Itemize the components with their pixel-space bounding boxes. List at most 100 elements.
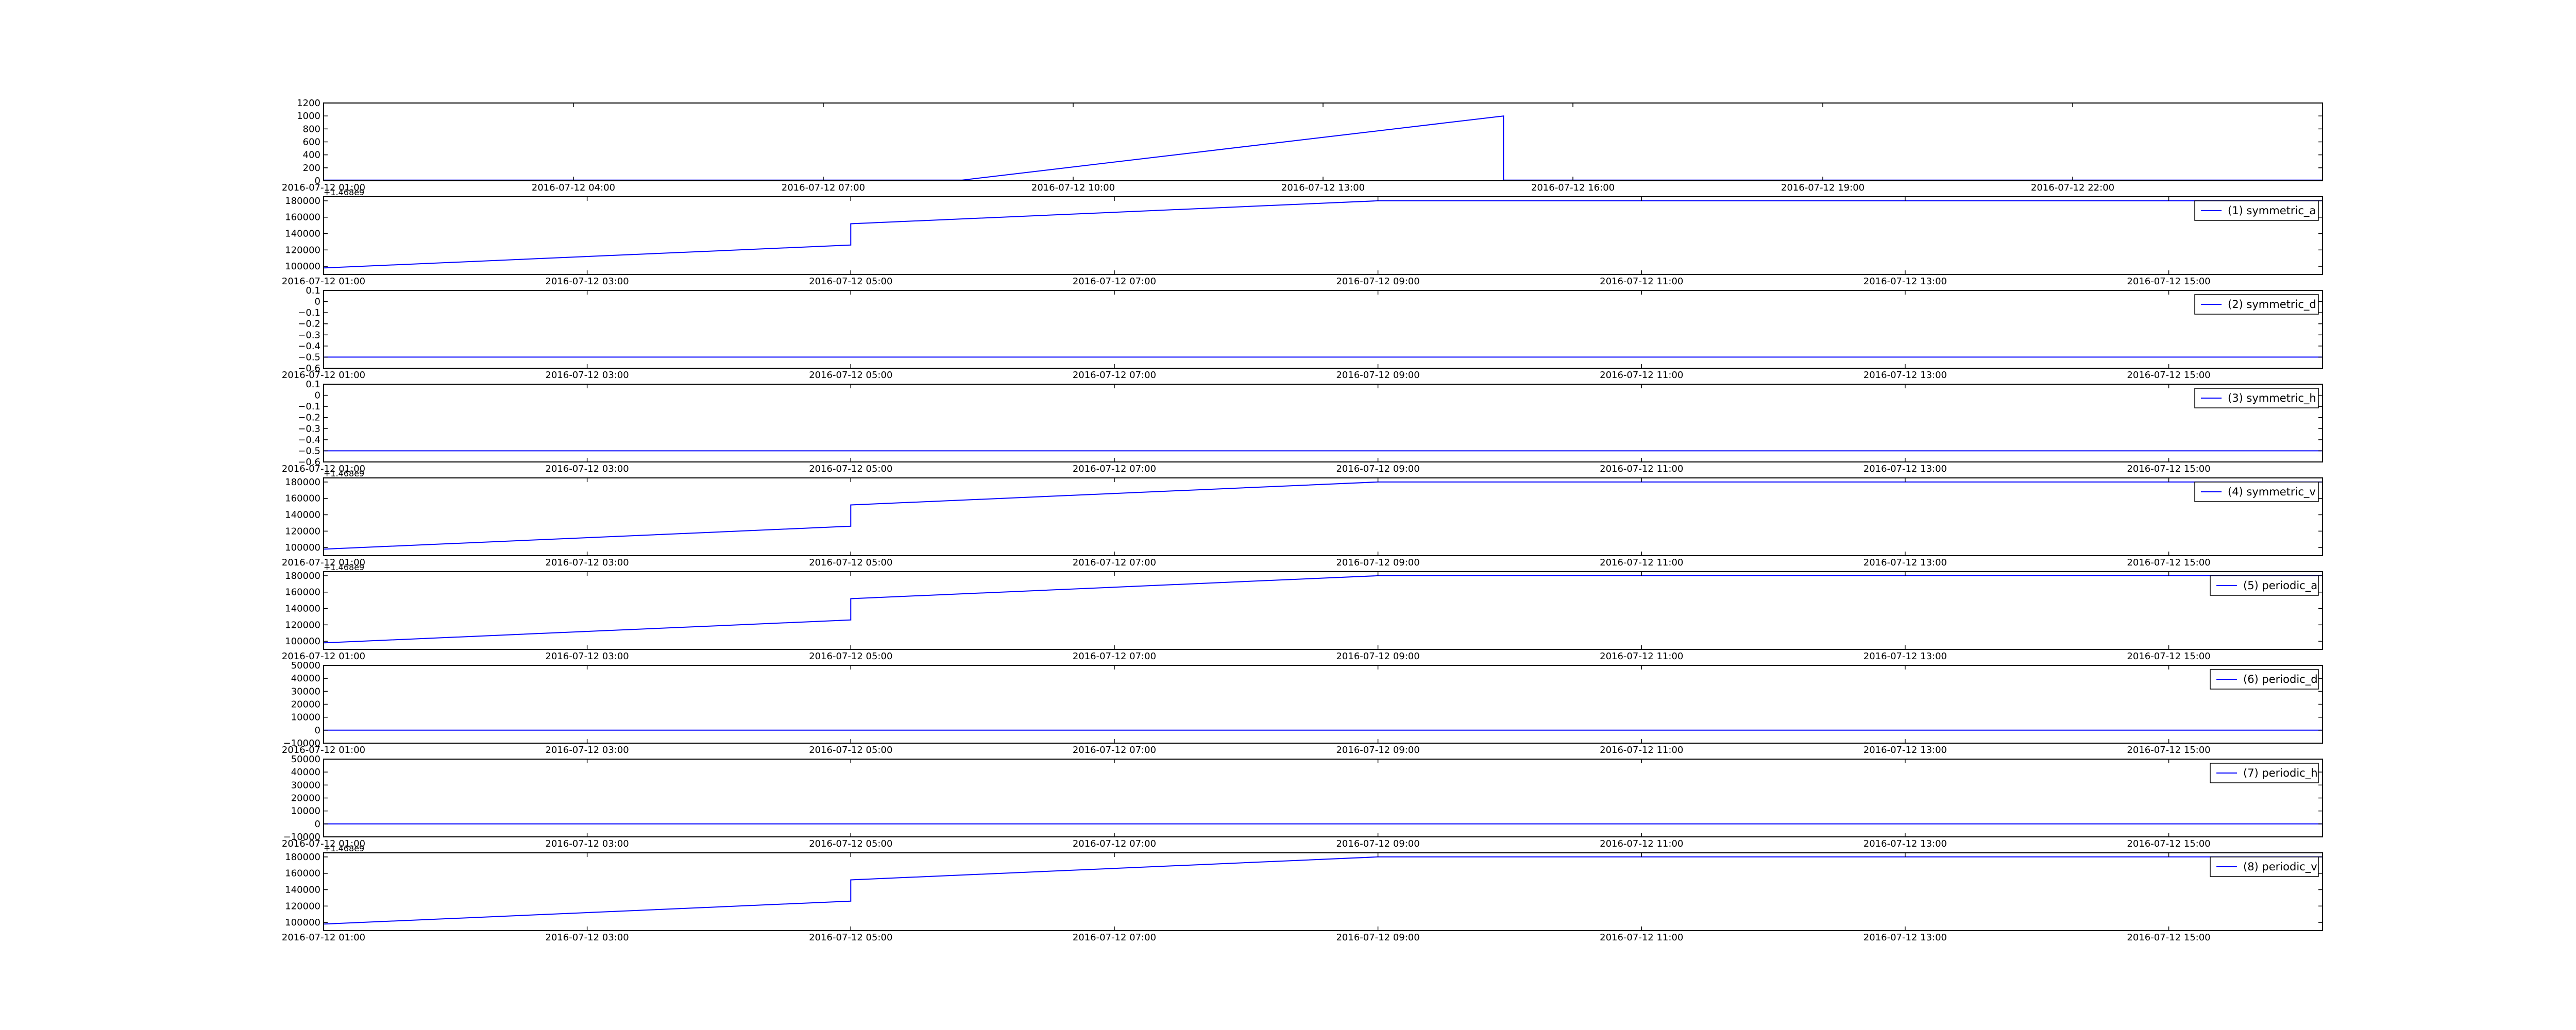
y-tick-label: −0.3	[298, 330, 320, 340]
plot-frame	[323, 852, 2323, 931]
x-tick-label: 2016-07-12 09:00	[1336, 276, 1419, 287]
x-tick-label: 2016-07-12 15:00	[2127, 745, 2210, 756]
y-tick-label: 180000	[285, 852, 320, 863]
x-tick-label: 2016-07-12 09:00	[1336, 745, 1419, 756]
legend-label: (8) periodic_v	[2243, 861, 2317, 873]
x-tick-label: 2016-07-12 11:00	[1600, 370, 1683, 381]
x-tick-label: 2016-07-12 07:00	[1073, 932, 1156, 943]
y-tick-label: −0.4	[298, 435, 320, 445]
y-tick-label: −0.5	[298, 352, 320, 363]
y-tick-label: −0.4	[298, 341, 320, 352]
x-tick-label: 2016-07-12 09:00	[1336, 557, 1419, 568]
legend-label: (3) symmetric_h	[2228, 392, 2316, 405]
series-line-6-1	[323, 575, 2323, 644]
y-tick-label: −10000	[283, 738, 320, 749]
y-tick-label: 30000	[291, 780, 320, 791]
x-tick-label: 2016-07-12 15:00	[2127, 838, 2210, 849]
legend: (1) symmetric_a	[2194, 200, 2319, 221]
y-tick-label: 50000	[291, 660, 320, 671]
y-offset-label: +1.468e9	[324, 844, 364, 853]
x-tick-label: 2016-07-12 22:00	[2031, 182, 2114, 193]
y-tick-label: 180000	[285, 477, 320, 488]
x-tick-label: 2016-07-12 03:00	[546, 651, 629, 662]
y-tick-label: −0.1	[298, 401, 320, 412]
x-tick-label: 2016-07-12 13:00	[1863, 651, 1947, 662]
x-tick-label: 2016-07-12 01:00	[282, 557, 365, 568]
x-tick-label: 2016-07-12 15:00	[2127, 464, 2210, 474]
y-tick-label: 200	[303, 163, 320, 174]
y-tick-label: −0.3	[298, 423, 320, 434]
series-line-5-1	[323, 481, 2323, 550]
legend: (6) periodic_d	[2210, 669, 2319, 690]
y-tick-label: 800	[303, 124, 320, 134]
chart-panel-8: −10000010000200003000040000500002016-07-…	[282, 754, 2323, 849]
y-tick-label: 180000	[285, 571, 320, 581]
series-line-1-1	[324, 115, 2323, 181]
legend: (2) symmetric_d	[2194, 294, 2319, 315]
y-tick-label: 50000	[291, 754, 320, 765]
y-tick-label: 0	[315, 176, 320, 186]
y-tick-label: 140000	[285, 885, 320, 896]
y-tick-label: 160000	[285, 587, 320, 598]
x-tick-label: 2016-07-12 09:00	[1336, 464, 1419, 474]
x-tick-label: 2016-07-12 01:00	[282, 838, 365, 849]
x-tick-label: 2016-07-12 11:00	[1600, 557, 1683, 568]
legend-label: (5) periodic_a	[2243, 579, 2317, 592]
y-offset-label: +1.468e9	[324, 562, 364, 572]
plot-frame	[323, 759, 2323, 837]
x-tick-label: 2016-07-12 15:00	[2127, 276, 2210, 287]
y-tick-label: 160000	[285, 493, 320, 504]
y-tick-label: 160000	[285, 868, 320, 879]
x-tick-label: 2016-07-12 05:00	[809, 557, 892, 568]
plot-frame	[323, 290, 2323, 369]
y-tick-label: −0.2	[298, 319, 320, 330]
y-tick-label: −0.2	[298, 413, 320, 423]
y-tick-label: 0	[315, 819, 320, 830]
y-tick-label: 140000	[285, 510, 320, 521]
legend-label: (2) symmetric_d	[2228, 298, 2316, 311]
x-tick-label: 2016-07-12 03:00	[546, 276, 629, 287]
x-tick-label: 2016-07-12 09:00	[1336, 370, 1419, 381]
x-tick-label: 2016-07-12 03:00	[546, 932, 629, 943]
y-tick-label: −10000	[283, 832, 320, 843]
x-tick-label: 2016-07-12 03:00	[546, 838, 629, 849]
y-tick-label: 0	[315, 297, 320, 307]
y-tick-label: −0.6	[298, 457, 320, 468]
chart-panel-7: −10000010000200003000040000500002016-07-…	[282, 660, 2323, 756]
x-tick-label: 2016-07-12 07:00	[1073, 838, 1156, 849]
y-tick-label: 100000	[285, 917, 320, 928]
series-line-9-1	[323, 856, 2323, 925]
x-tick-label: 2016-07-12 01:00	[282, 182, 365, 193]
x-tick-label: 2016-07-12 07:00	[1073, 745, 1156, 756]
y-tick-label: 20000	[291, 699, 320, 710]
x-tick-label: 2016-07-12 09:00	[1336, 838, 1419, 849]
x-tick-label: 2016-07-12 13:00	[1863, 838, 1947, 849]
y-tick-label: 120000	[285, 245, 320, 255]
x-tick-label: 2016-07-12 05:00	[809, 464, 892, 474]
x-tick-label: 2016-07-12 01:00	[282, 370, 365, 381]
x-tick-label: 2016-07-12 09:00	[1336, 932, 1419, 943]
x-tick-label: 2016-07-12 11:00	[1600, 838, 1683, 849]
chart-panel-5: 1000001200001400001600001800002016-07-12…	[282, 469, 2323, 568]
y-tick-label: 400	[303, 150, 320, 161]
plot-frame	[323, 384, 2323, 462]
x-tick-label: 2016-07-12 15:00	[2127, 370, 2210, 381]
plot-frame	[323, 196, 2323, 275]
x-tick-label: 2016-07-12 07:00	[1073, 464, 1156, 474]
x-tick-label: 2016-07-12 04:00	[532, 182, 615, 193]
y-offset-label: +1.468e9	[324, 187, 364, 197]
y-tick-label: 100000	[285, 261, 320, 272]
y-tick-label: 10000	[291, 806, 320, 817]
y-tick-label: 10000	[291, 712, 320, 723]
x-tick-label: 2016-07-12 01:00	[282, 745, 365, 756]
x-tick-label: 2016-07-12 16:00	[1531, 182, 1615, 193]
x-tick-label: 2016-07-12 01:00	[282, 932, 365, 943]
legend: (5) periodic_a	[2210, 575, 2319, 596]
y-tick-label: 40000	[291, 767, 320, 778]
x-tick-label: 2016-07-12 15:00	[2127, 932, 2210, 943]
y-tick-label: 160000	[285, 212, 320, 223]
x-tick-label: 2016-07-12 10:00	[1031, 182, 1115, 193]
